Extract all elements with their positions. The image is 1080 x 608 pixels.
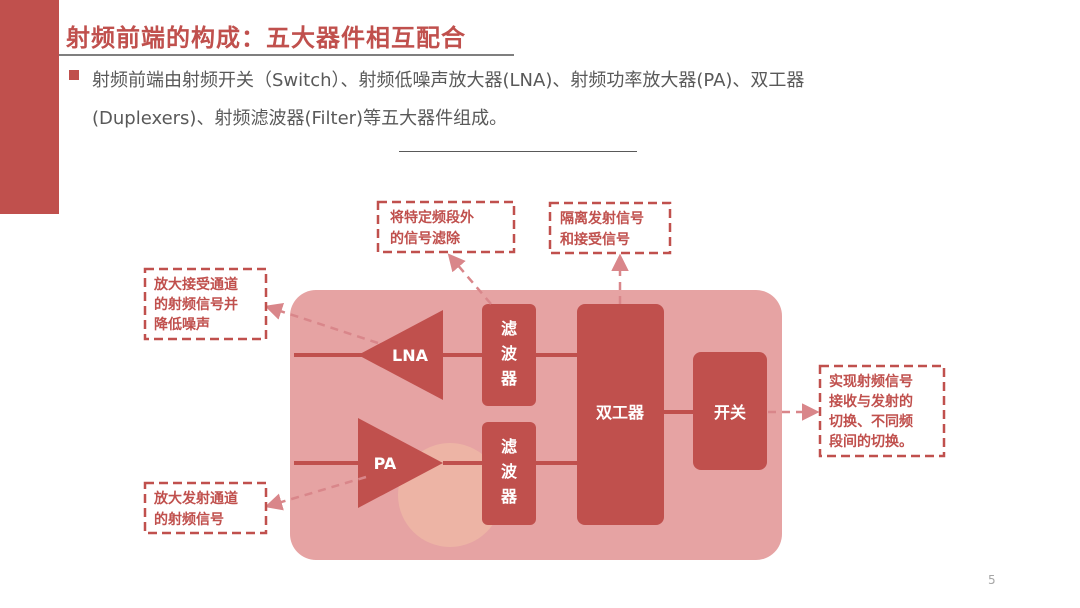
title-underline [59, 54, 514, 56]
page-number: 5 [988, 573, 996, 587]
filter-block-top [482, 304, 536, 406]
switch-note-box [818, 364, 946, 458]
arrow-to-pa-note [264, 475, 367, 511]
filter-bottom-char-2: 波 [501, 462, 518, 481]
arrow-to-filter-note [447, 253, 492, 305]
pa-note-box [143, 481, 268, 535]
divider-line [399, 151, 637, 152]
duplexer-label: 双工器 [596, 403, 645, 422]
filter-bottom-char-3: 器 [500, 487, 518, 506]
bullet-text: 射频前端由射频开关（Switch）、射频低噪声放大器(LNA)、射频功率放大器(… [92, 62, 952, 138]
lna-note-box [143, 267, 268, 341]
pa-amplifier [358, 418, 443, 508]
filter-top-char-2: 波 [501, 344, 518, 363]
lna-note-line-2: 的射频信号并 [154, 296, 238, 313]
duplexer-note-box [548, 201, 672, 255]
filter-note-line-2: 的信号滤除 [390, 230, 461, 247]
duplexer-note-line-1: 隔离发射信号 [560, 210, 644, 227]
filter-bottom-char-1: 滤 [501, 437, 517, 456]
slide-title: 射频前端的构成：五大器件相互配合 [66, 24, 466, 52]
lna-label: LNA [392, 346, 429, 365]
lna-amplifier [358, 310, 443, 400]
filter-top-char-1: 滤 [501, 319, 517, 338]
switch-note-line-3: 切换、不同频 [829, 413, 913, 430]
switch-note-line-2: 接收与发射的 [829, 393, 913, 410]
duplexer-note-line-2: 和接受信号 [560, 231, 630, 248]
pa-label: PA [374, 454, 397, 473]
pa-note-line-1: 放大发射通道 [153, 490, 238, 507]
bullet-square-icon [69, 70, 79, 80]
bullet-text-line-1: 射频前端由射频开关（Switch）、射频低噪声放大器(LNA)、射频功率放大器(… [92, 70, 805, 91]
lna-note-line-3: 降低噪声 [154, 316, 210, 333]
duplexer-block [577, 304, 664, 525]
switch-note-line-1: 实现射频信号 [829, 373, 913, 390]
bullet-text-line-2: (Duplexers)、射频滤波器(Filter)等五大器件组成。 [92, 108, 508, 129]
filter-note-box [376, 200, 516, 254]
pa-note-line-2: 的射频信号 [154, 511, 224, 528]
lna-note-line-1: 放大接受通道 [153, 276, 238, 293]
left-accent-bar [0, 0, 59, 214]
filter-top-char-3: 器 [500, 369, 518, 388]
switch-note-line-4: 段间的切换。 [829, 433, 913, 450]
switch-block [693, 352, 767, 470]
filter-note-line-1: 将特定频段外 [390, 209, 474, 226]
arrow-to-lna-note [264, 303, 379, 345]
filter-block-bottom [482, 422, 536, 525]
switch-label: 开关 [714, 403, 746, 422]
